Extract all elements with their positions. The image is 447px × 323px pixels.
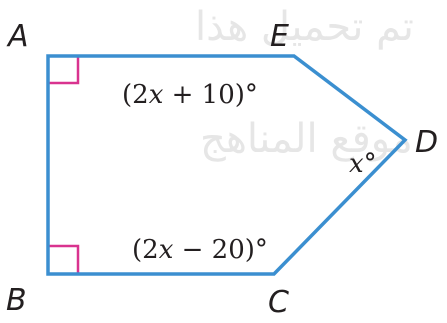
watermark: تم تحميل هذا موقع المناهج (195, 4, 414, 162)
vertex-label-b: B (6, 283, 27, 318)
angle-label-c: (2x − 20)° (132, 235, 268, 265)
right-angle-marker-a (48, 56, 80, 85)
angle-label-d: x° (349, 149, 377, 179)
pentagon-shape (46, 54, 408, 276)
vertex-label-a: A (6, 19, 29, 54)
angle-label-e: (2x + 10)° (122, 80, 258, 110)
watermark-line-1: تم تحميل هذا (195, 4, 414, 50)
vertex-label-c: C (268, 285, 289, 320)
watermark-line-2: موقع المناهج (200, 116, 413, 162)
right-angle-marker-b (48, 244, 80, 274)
vertex-label-e: E (270, 19, 289, 54)
vertex-label-d: D (415, 125, 438, 160)
